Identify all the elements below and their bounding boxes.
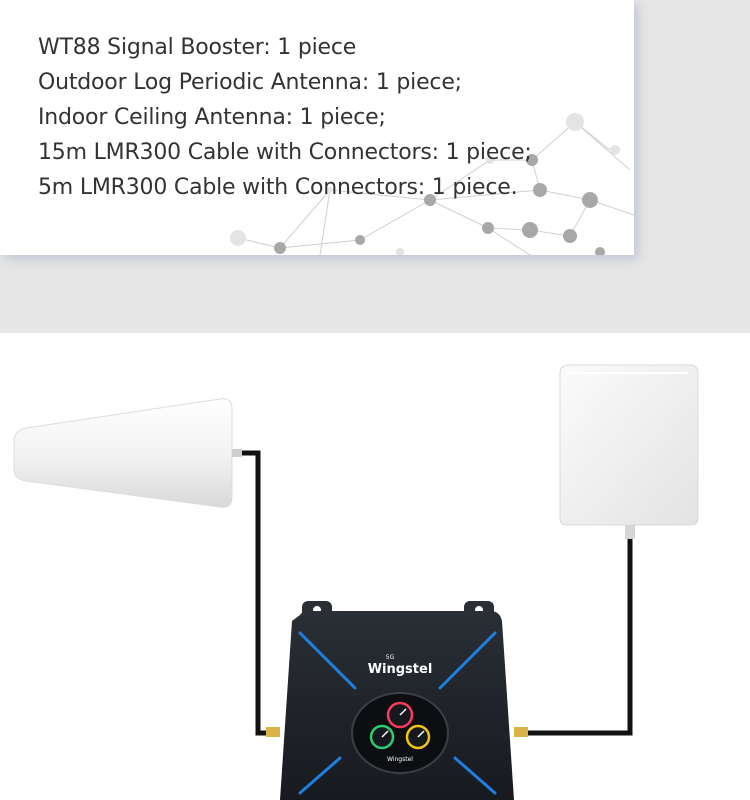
brand-logo: Wingstel xyxy=(368,662,433,677)
package-item: Outdoor Log Periodic Antenna: 1 piece; xyxy=(38,70,462,95)
package-item: 15m LMR300 Cable with Connectors: 1 piec… xyxy=(38,140,532,165)
log-periodic-antenna-icon xyxy=(13,398,242,508)
coax-cable-icon xyxy=(238,450,633,736)
package-list-card: WT88 Signal Booster: 1 piece Outdoor Log… xyxy=(0,0,634,255)
product-illustration: Wingstel 5G Wingstel xyxy=(0,333,750,800)
signal-booster-icon: Wingstel 5G Wingstel xyxy=(266,601,528,800)
package-item-list: WT88 Signal Booster: 1 piece Outdoor Log… xyxy=(38,30,532,205)
brand-badge: 5G xyxy=(386,654,395,661)
network-decoration-icon xyxy=(230,113,634,255)
panel-antenna-icon xyxy=(559,364,699,539)
package-item: Indoor Ceiling Antenna: 1 piece; xyxy=(38,105,386,130)
package-item: 5m LMR300 Cable with Connectors: 1 piece… xyxy=(38,175,518,200)
package-item: WT88 Signal Booster: 1 piece xyxy=(38,35,357,60)
display-brand: Wingstel xyxy=(387,756,413,763)
